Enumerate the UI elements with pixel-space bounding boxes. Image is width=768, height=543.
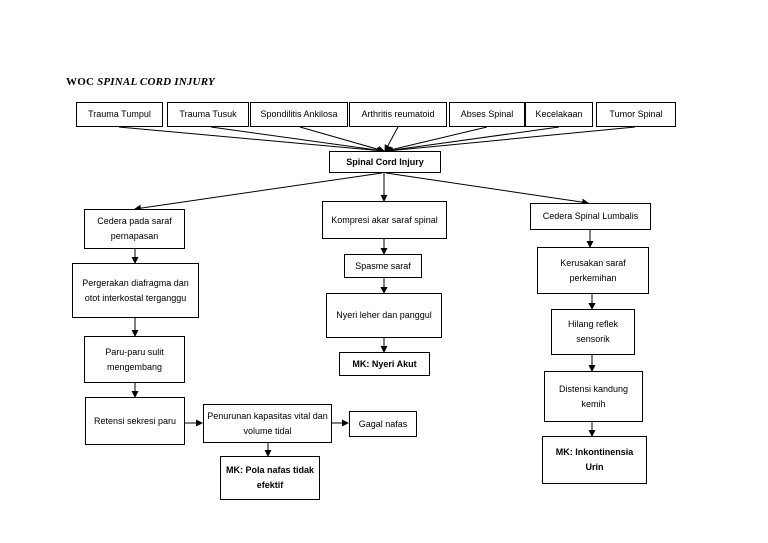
left-node-6: Gagal nafas: [349, 411, 417, 437]
right-node-1: Cedera Spinal Lumbalis: [530, 203, 651, 230]
right-node-2: Kerusakan saraf perkemihan: [537, 247, 649, 294]
arrow-cause-6: [385, 126, 560, 154]
title-emphasis: SPINAL CORD INJURY: [97, 76, 215, 88]
arrow-cause-4: [384, 126, 399, 152]
left-node-1: Cedera pada saraf pernapasan: [84, 209, 185, 249]
middle-node-1: Kompresi akar saraf spinal: [322, 201, 447, 239]
arrow-center-right: [385, 172, 589, 206]
title-prefix: WOC: [66, 76, 98, 88]
right-node-4: Distensi kandung kemih: [544, 371, 643, 422]
cause-box: Kecelakaan: [525, 102, 593, 127]
middle-diagnosis: MK: Nyeri Akut: [339, 352, 430, 376]
arrow-cause-2: [210, 126, 385, 154]
arrow-cause-3: [299, 126, 385, 153]
middle-node-2: Spasme saraf: [344, 254, 422, 278]
cause-box: Arthritis reumatoid: [349, 102, 447, 127]
right-diagnosis: MK: Inkontinensia Urin: [542, 436, 647, 484]
arrow-cause-7: [386, 126, 636, 154]
right-node-3: Hilang reflek sensorik: [551, 309, 635, 355]
left-node-4: Retensi sekresi paru: [85, 397, 185, 445]
left-node-2: Pergerakan diafragma dan otot interkosta…: [72, 263, 199, 318]
cause-box: Spondilitis Ankilosa: [250, 102, 348, 127]
cause-box: Abses Spinal: [449, 102, 525, 127]
arrow-cause-1: [118, 126, 384, 154]
arrow-cause-5: [385, 126, 488, 154]
cause-box: Trauma Tumpul: [76, 102, 163, 127]
diagram-title: WOC SPINAL CORD INJURY: [66, 76, 215, 88]
arrow-center-left: [134, 172, 383, 212]
left-diagnosis: MK: Pola nafas tidak efektif: [220, 456, 320, 500]
center-node: Spinal Cord Injury: [329, 151, 441, 173]
left-node-3: Paru-paru sulit mengembang: [84, 336, 185, 383]
left-node-5: Penurunan kapasitas vital dan volume tid…: [203, 404, 332, 443]
cause-box: Trauma Tusuk: [167, 102, 249, 127]
middle-node-3: Nyeri leher dan panggul: [326, 293, 442, 338]
cause-box: Tumor Spinal: [596, 102, 676, 127]
